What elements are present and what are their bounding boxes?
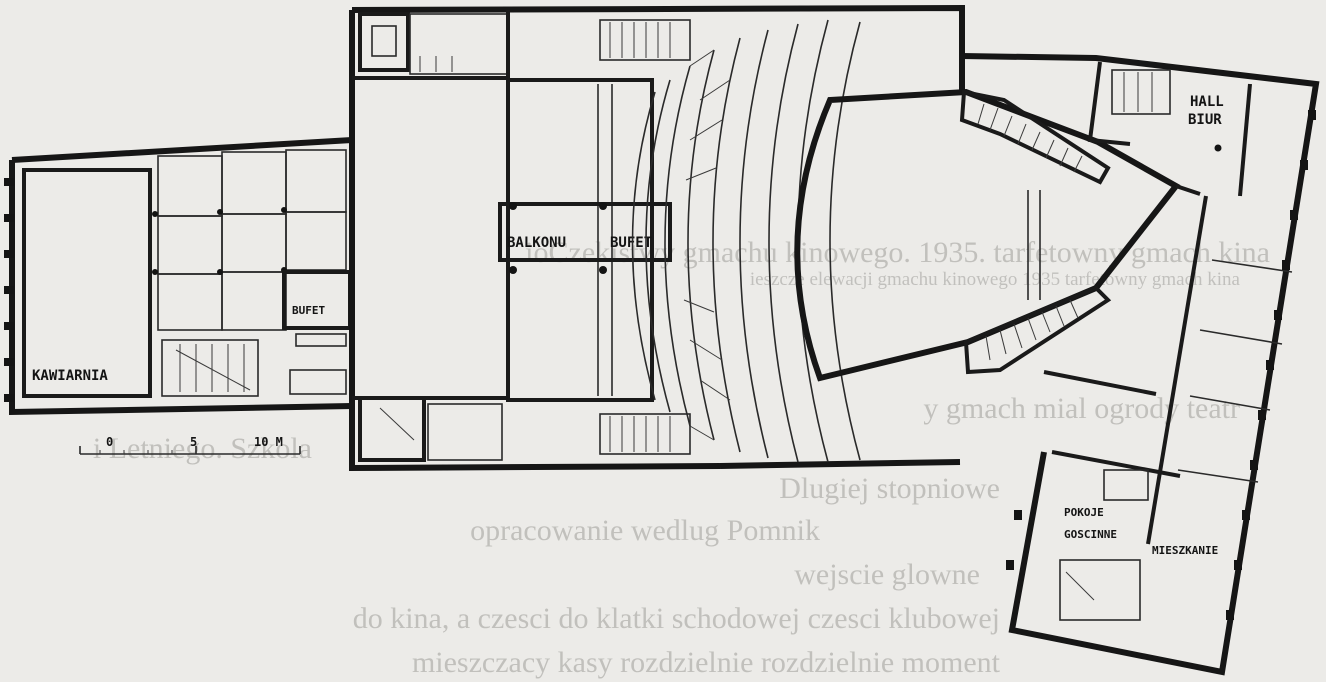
room-label-pokoje: POKOJE [1064,506,1104,519]
scale-bar: 0 5 10 M [79,435,301,455]
scale-tick-10m: 10 M [254,435,283,449]
room-label-bufet-left: BUFET [292,304,325,317]
room-label-mieszkanie: MIESZKANIE [1152,544,1218,557]
background-line-7: do kina, a czesci do klatki schodowej cz… [353,602,1000,635]
background-caption: ieszcze elewacji gmachu kinowego 1935 ta… [750,269,1241,290]
office-wing: HALL BIUR POKOJE GOSCINNE MIESZKANIE [961,53,1320,676]
right-wall-piers [1006,110,1316,620]
background-line-1: ioCzekistwy gmachu kinowego. 1935. tarfe… [525,236,1270,269]
background-line-3: i Letniego. Szkola [93,432,312,465]
background-line-5: opracowanie wedlug Pomnik [470,514,820,547]
room-label-biur: BIUR [1188,112,1222,128]
foyer-bays [152,149,347,331]
room-label-bufet-center: BUFET [610,235,652,251]
cafe-wing: KAWIARNIA BUFET [4,137,353,416]
stair-treads-bottom [985,299,1079,361]
background-text: ieszcze elewacji gmachu kinowego 1935 ta… [93,236,1270,679]
stair-treads-top [977,103,1083,173]
room-label-balkonu: BALKONU [507,235,566,251]
central-block: BALKONU BUFET [349,4,965,472]
seating-rows [683,49,731,441]
background-line-8: mieszczacy kasy rozdzielnie rozdzielnie … [412,646,1001,679]
room-label-goscinne: GOSCINNE [1064,528,1117,541]
auditorium [631,19,1181,463]
room-label-kawiarnia: KAWIARNIA [32,368,108,384]
background-line-6: wejscie glowne [794,558,980,591]
background-line-4: Dlugiej stopniowe [779,472,1000,505]
scale-tick-5: 5 [190,435,197,449]
scale-tick-0: 0 [106,435,113,449]
left-wall-piers [4,178,14,402]
room-label-hall: HALL [1190,94,1224,110]
background-line-2: y gmach mial ogrody teatr [923,392,1240,425]
